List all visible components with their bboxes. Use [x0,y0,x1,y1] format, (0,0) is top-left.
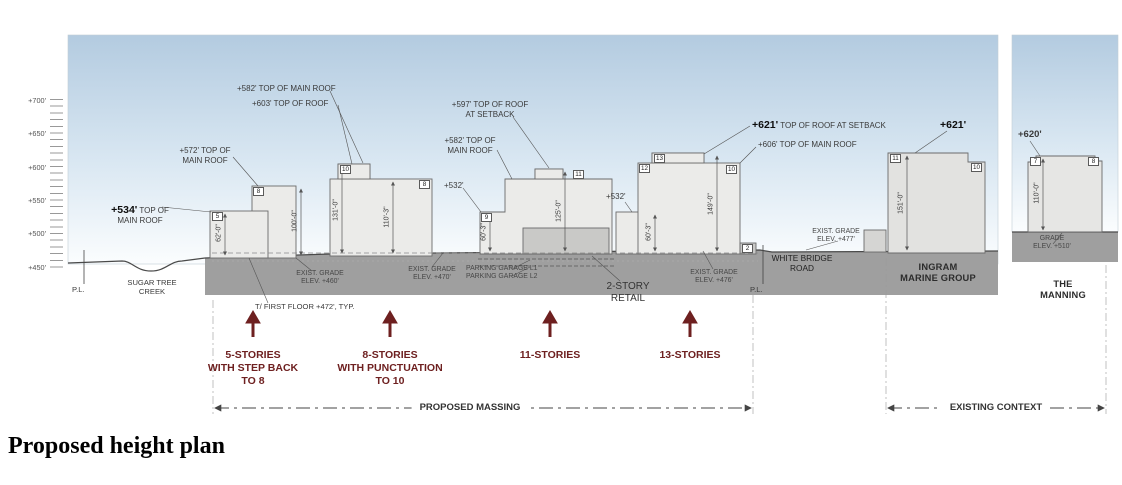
scale-label-700: +700' [28,96,46,105]
proposed-massing-span-label: PROPOSED MASSING [411,402,529,413]
story-box: 10 [340,165,351,174]
creek-ground-line [67,257,206,272]
existing-context-span-label: EXISTING CONTEXT [941,402,1051,413]
note-5-stories: 5-STORIES WITH STEP BACK TO 8 [207,349,299,388]
page-title: Proposed height plan [8,433,225,459]
dimension-62-0: 62'-0" [215,224,223,242]
grade-510-note: GRADE ELEV. +510' [1033,235,1071,251]
scale-label-600: +600' [28,163,46,172]
story-box: 9 [481,213,492,222]
ingram-marine-group-label: INGRAM MARINE GROUP [900,262,976,284]
building-b-main [329,178,433,257]
small-context-building [863,229,887,253]
building-d-west-wing [615,211,641,255]
scale-label-650: +650' [28,129,46,138]
white-bridge-road-label: WHITE BRIDGE ROAD [771,253,833,273]
scale-label-550: +550' [28,196,46,205]
story-box: 2 [742,244,753,253]
property-line-left: P.L. [72,285,85,294]
building-c-tower-top [534,168,564,180]
roof-label-manning: +620' [1018,129,1042,140]
dimension-151-0: 151'-0" [897,192,905,214]
retail-label: 2-STORY RETAIL [606,281,650,304]
dimension-60-3-b: 60'-3" [645,223,653,241]
property-line-right: P.L. [750,285,763,294]
roof-text-534: TOP OF MAIN ROOF [117,205,169,226]
dimension-lines [222,155,1046,256]
story-box: 10 [971,163,982,172]
roof-text-621: TOP OF ROOF AT SETBACK [778,121,886,130]
story-box: 8 [419,180,430,189]
massing-arrows [245,310,698,337]
dimension-110-0: 110'-0" [1033,182,1041,204]
building-d-tower-top [651,152,705,164]
roof-label-b3-low: +532' [444,181,464,190]
story-box: 13 [654,154,665,163]
grade-477-note: EXIST. GRADE ELEV. +477' [812,228,860,244]
note-11-stories: 11-STORIES [519,349,581,361]
story-box: 12 [639,164,650,173]
building-masses [209,152,1103,259]
story-box: 11 [890,154,901,163]
dimension-100-0: 100'-0" [291,210,299,232]
dimension-149-0: 149'-0" [707,193,715,215]
leader-lines [161,90,1063,304]
grade-470-note: EXIST. GRADE ELEV. +470' [408,266,456,282]
roof-label-b2-top: +603' TOP OF ROOF [252,99,329,108]
first-floor-note: T/ FIRST FLOOR +472', TYP. [255,302,355,311]
roof-label-b4-main: +606' TOP OF MAIN ROOF [758,140,857,149]
up-arrow-icon [245,310,261,337]
dimension-110-3: 110'-3" [383,206,391,228]
up-arrow-icon [542,310,558,337]
scale-label-450: +450' [28,263,46,272]
retail-mass [522,227,610,255]
grade-476-note: EXIST. GRADE ELEV. +476' [690,269,738,285]
property-line-marks [83,245,764,284]
story-box: 8 [253,187,264,196]
roof-label-b4-low: +532' [606,192,626,201]
note-8-stories: 8-STORIES WITH PUNCTUATION TO 10 [337,349,443,388]
roof-label-b1-main: +534' TOP OF MAIN ROOF [111,194,169,226]
sugar-tree-creek-label: SUGAR TREE CREEK [127,278,177,297]
dimension-125-0: 125'-0" [555,200,563,222]
dimension-60-3-a: 60'-3" [480,223,488,241]
parking-garage-note: PARKING GARAGE L1 PARKING GARAGE L2 [466,265,538,281]
roof-label-b2-main: +582' TOP OF MAIN ROOF [237,84,336,93]
story-box: 8 [1088,157,1099,166]
roof-value-534: +534' [111,203,138,216]
roof-label-b1-upper: +572' TOP OF MAIN ROOF [179,146,231,165]
building-d-main [637,162,741,255]
dimension-131-0: 131'-0" [332,199,340,221]
roof-label-ingram: +621' [940,119,967,131]
story-box: 7 [1030,157,1041,166]
up-arrow-icon [382,310,398,337]
guide-lines [212,258,1107,414]
the-manning-label: THE MANNING [1040,279,1086,301]
scale-label-500: +500' [28,229,46,238]
up-arrow-icon [682,310,698,337]
roof-label-b4-setback: +621' TOP OF ROOF AT SETBACK [752,119,886,132]
roof-label-b3-main: +582' TOP OF MAIN ROOF [444,136,496,155]
elevation-scale-ticks [50,99,63,269]
note-13-stories: 13-STORIES [659,349,721,361]
ground-right [1012,232,1118,262]
roof-label-b3-setback: +597' TOP OF ROOF AT SETBACK [451,100,529,119]
story-box: 11 [573,170,584,179]
story-box: 10 [726,165,737,174]
roof-value-621: +621' [752,119,779,131]
grade-460-note: EXIST. GRADE ELEV. +460' [296,270,344,286]
ingram-building [887,152,986,254]
story-box: 5 [212,212,223,221]
